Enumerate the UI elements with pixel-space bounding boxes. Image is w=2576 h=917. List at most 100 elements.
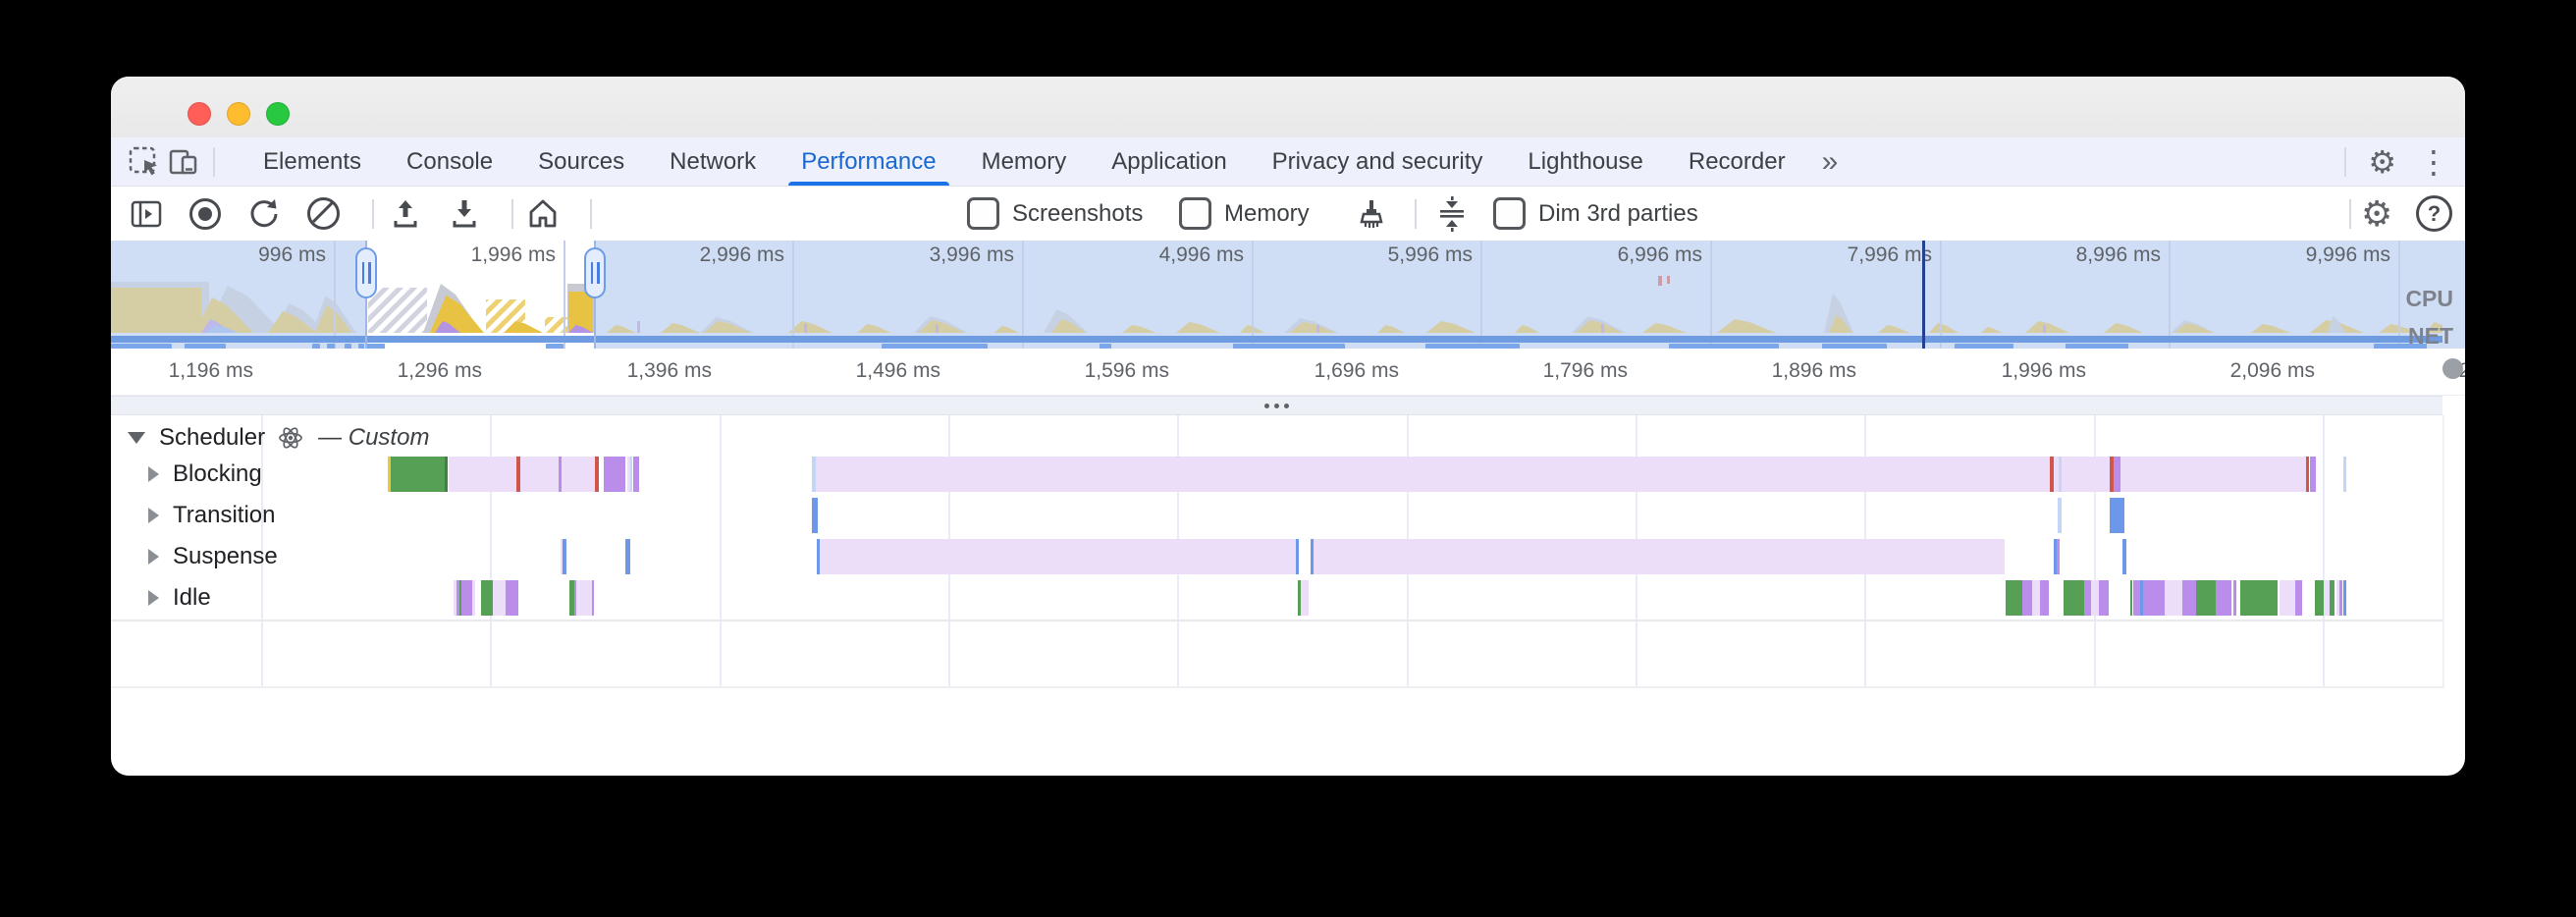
shrink-timeline-icon[interactable] — [1430, 192, 1474, 236]
flame-bar[interactable] — [2343, 580, 2346, 616]
collapse-triangle-icon[interactable] — [128, 432, 145, 444]
flame-bar[interactable] — [561, 539, 563, 574]
flame-bar[interactable] — [2143, 580, 2165, 616]
flame-bar[interactable] — [592, 580, 594, 616]
flame-bar[interactable] — [2233, 580, 2236, 616]
track-row-label-blocking[interactable]: Blocking — [148, 457, 262, 492]
inspect-element-icon[interactable] — [125, 142, 164, 182]
horizontal-scrollbar-thumb[interactable] — [2442, 358, 2463, 379]
flame-bar[interactable] — [449, 457, 595, 492]
expand-triangle-icon[interactable] — [148, 466, 159, 482]
flame-bar[interactable] — [2165, 580, 2182, 616]
flame-bar[interactable] — [2324, 580, 2330, 616]
flame-bar[interactable] — [574, 580, 576, 616]
flame-bar[interactable] — [454, 580, 456, 616]
flame-bar[interactable] — [630, 457, 632, 492]
flame-bar[interactable] — [576, 580, 592, 616]
tab-memory[interactable]: Memory — [981, 147, 1067, 175]
flame-bar[interactable] — [604, 457, 625, 492]
settings-gear-icon[interactable]: ⚙ — [2368, 144, 2396, 180]
flame-bar[interactable] — [1296, 539, 1299, 574]
tab-performance[interactable]: Performance — [778, 137, 958, 186]
flame-bar[interactable] — [1314, 539, 2005, 574]
flame-bar[interactable] — [2050, 457, 2054, 492]
flame-bar[interactable] — [2110, 457, 2114, 492]
flame-bar[interactable] — [2022, 580, 2032, 616]
flame-bar[interactable] — [2280, 580, 2295, 616]
flame-bar[interactable] — [2216, 580, 2231, 616]
flame-bar[interactable] — [2339, 580, 2342, 616]
flame-bar[interactable] — [481, 580, 493, 616]
upload-profile-icon[interactable] — [384, 192, 427, 236]
flame-bar[interactable] — [2059, 457, 2062, 492]
flame-bar[interactable] — [1311, 539, 1314, 574]
flame-bar[interactable] — [2040, 580, 2049, 616]
flame-bar[interactable] — [2140, 580, 2143, 616]
flame-bar[interactable] — [2336, 580, 2339, 616]
flame-bar[interactable] — [2306, 457, 2309, 492]
flame-bar[interactable] — [812, 498, 818, 533]
flame-bar[interactable] — [459, 580, 461, 616]
more-tabs-icon[interactable]: » — [1821, 144, 1839, 178]
collect-garbage-icon[interactable] — [1350, 192, 1393, 236]
flame-bar[interactable] — [1301, 580, 1309, 616]
flame-bar[interactable] — [563, 539, 566, 574]
flame-bar[interactable] — [391, 457, 445, 492]
flame-bar[interactable] — [2110, 498, 2124, 533]
flame-bar[interactable] — [388, 457, 391, 492]
live-metrics-home-icon[interactable] — [521, 192, 564, 236]
flame-bar[interactable] — [2343, 457, 2346, 492]
record-and-reload-icon[interactable] — [242, 192, 286, 236]
track-row-label-transition[interactable]: Transition — [148, 498, 275, 533]
selection-right-handle[interactable] — [584, 247, 606, 298]
flame-bar[interactable] — [595, 457, 599, 492]
timeline-playhead[interactable] — [1922, 241, 1925, 349]
flame-bar[interactable] — [2058, 498, 2062, 533]
track-row-label-suspense[interactable]: Suspense — [148, 539, 278, 574]
flame-bar[interactable] — [817, 539, 820, 574]
flame-bar[interactable] — [2099, 580, 2109, 616]
flame-bar[interactable] — [493, 580, 506, 616]
tab-lighthouse[interactable]: Lighthouse — [1528, 147, 1643, 175]
memory-checkbox[interactable] — [1179, 197, 1211, 230]
flame-bar[interactable] — [816, 457, 2308, 492]
track-row-label-idle[interactable]: Idle — [148, 580, 211, 616]
flame-bar[interactable] — [506, 580, 518, 616]
expand-triangle-icon[interactable] — [148, 590, 159, 606]
screenshots-checkbox[interactable] — [967, 197, 999, 230]
flame-bar[interactable] — [1298, 580, 1301, 616]
flame-bar[interactable] — [2057, 539, 2060, 574]
record-icon[interactable] — [184, 192, 227, 236]
tab-network[interactable]: Network — [670, 147, 757, 175]
flame-bar[interactable] — [820, 539, 1296, 574]
capture-settings-gear-icon[interactable]: ⚙ — [2361, 192, 2393, 234]
toggle-sidebar-icon[interactable] — [125, 192, 168, 236]
flame-bar[interactable] — [445, 457, 448, 492]
tab-console[interactable]: Console — [406, 147, 494, 175]
zoom-window-button[interactable] — [266, 102, 290, 126]
tab-recorder[interactable]: Recorder — [1688, 147, 1786, 175]
flame-bar[interactable] — [472, 580, 475, 616]
flame-bar[interactable] — [2032, 580, 2040, 616]
flame-bar[interactable] — [633, 457, 639, 492]
dim-3rd-parties-checkbox[interactable] — [1493, 197, 1526, 230]
expand-triangle-icon[interactable] — [148, 549, 159, 565]
flame-bar[interactable] — [2084, 580, 2091, 616]
track-group-header[interactable]: Scheduler — Custom — [128, 422, 429, 454]
flame-bar[interactable] — [461, 580, 472, 616]
flame-bar[interactable] — [2310, 457, 2316, 492]
flame-bar[interactable] — [627, 457, 630, 492]
flame-bar[interactable] — [2114, 457, 2120, 492]
flame-bar[interactable] — [812, 457, 816, 492]
device-toolbar-icon[interactable] — [164, 142, 203, 182]
flame-bar[interactable] — [2122, 539, 2126, 574]
close-window-button[interactable] — [188, 102, 211, 126]
help-icon[interactable]: ? — [2416, 195, 2452, 232]
flame-bar[interactable] — [569, 580, 574, 616]
flame-bar[interactable] — [2240, 580, 2278, 616]
flame-bar[interactable] — [625, 539, 630, 574]
tab-elements[interactable]: Elements — [263, 147, 362, 175]
flame-bar[interactable] — [2006, 580, 2022, 616]
flame-bar[interactable] — [2330, 580, 2334, 616]
